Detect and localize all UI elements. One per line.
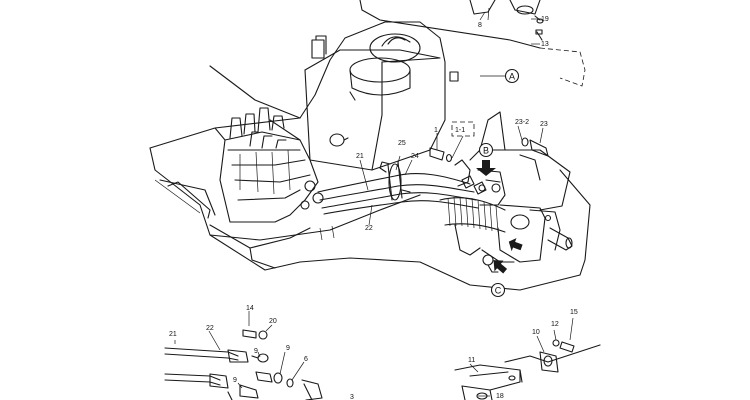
view-marker-c-label: C [495,286,502,296]
part-label-15: 15 [570,309,578,316]
part-label-1: 1 [434,127,438,134]
part-label-22-top: 22 [365,225,373,232]
part-label-6: 6 [304,356,308,363]
part-label-23: 23 [540,121,548,128]
part-label-21-bottom: 21 [169,331,177,338]
view-marker-a: A [504,68,520,84]
part-label-8: 8 [478,22,482,29]
part-label-12: 12 [551,321,559,328]
part-label-9c: 9 [233,377,237,384]
machine-frame [149,0,591,291]
part-label-3: 3 [350,394,354,400]
part-label-13: 13 [541,41,549,48]
view-arrows [476,160,523,274]
leader-lines [359,18,544,226]
view-marker-a-label: A [509,72,515,82]
part-label-18: 18 [496,393,504,400]
part-label-9a: 9 [254,348,258,355]
part-label-1-1: 1-1 [455,127,465,134]
bracket-detail [454,317,601,400]
part-label-10: 10 [532,329,540,336]
part-label-20: 20 [269,318,277,325]
view-marker-c: C [490,282,506,298]
part-label-21-top: 21 [356,153,364,160]
part-label-24: 24 [411,153,419,160]
part-label-23-2: 23-2 [515,119,529,126]
part-label-9b: 9 [286,345,290,352]
part-labels: 1 1-1 21 22 25 24 23-2 23 19 13 8 14 20 … [169,16,578,400]
view-marker-b-label: B [483,146,489,156]
hose-detail [164,311,323,400]
part-label-25: 25 [398,140,406,147]
part-label-19: 19 [541,16,549,23]
part-label-22-bottom: 22 [206,325,214,332]
view-marker-b: B [478,142,494,158]
part-label-14: 14 [246,305,254,312]
part-label-11: 11 [468,357,475,364]
